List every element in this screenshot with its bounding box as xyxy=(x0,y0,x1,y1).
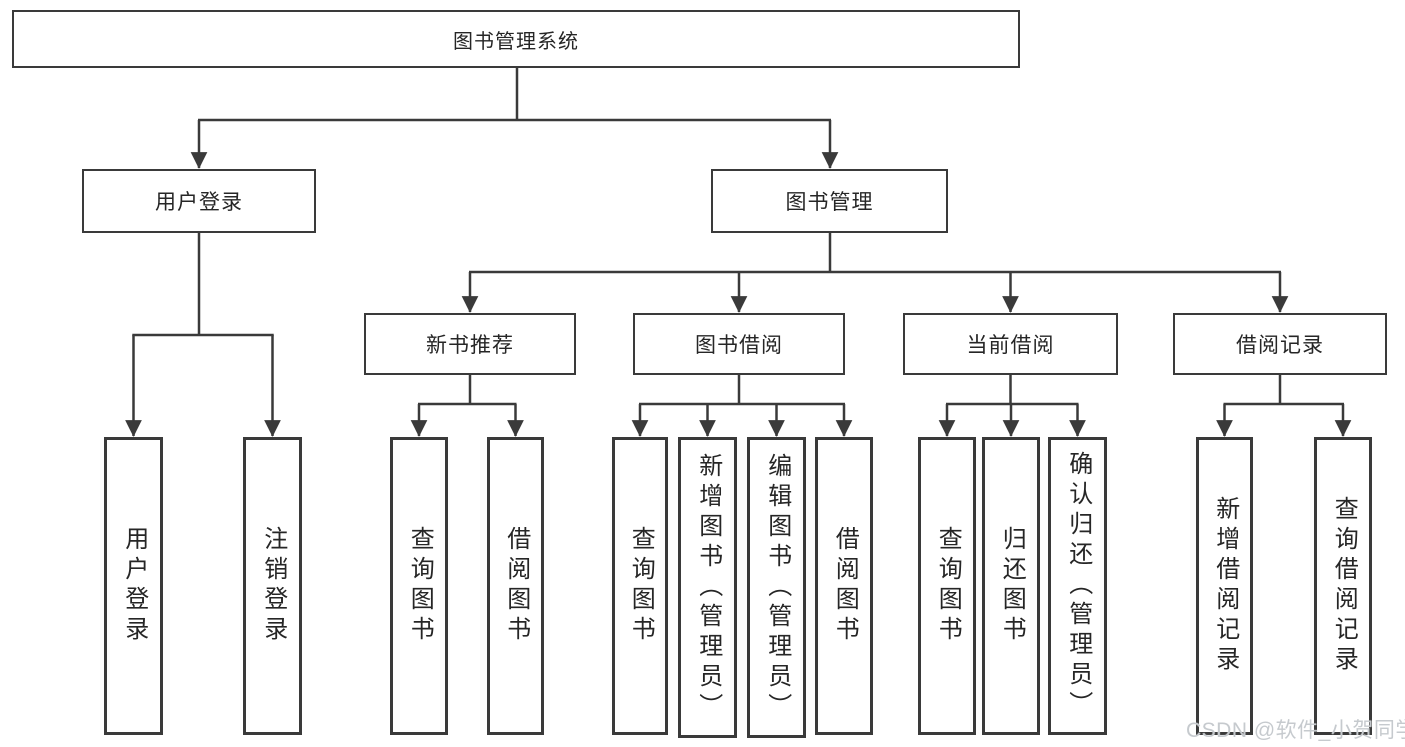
leaf-query-books-recommend-label: 查询图书 xyxy=(406,526,434,646)
leaf-return-books-label: 归还图书 xyxy=(998,526,1026,646)
leaf-query-books-current-label: 查询图书 xyxy=(934,526,962,646)
leaf-confirm-return-admin-label: 确认归还（管理员） xyxy=(1064,451,1092,721)
leaf-query-books-recommend: 查询图书 xyxy=(390,437,448,735)
leaf-user-login: 用户登录 xyxy=(104,437,163,735)
leaf-query-books-borrow-label: 查询图书 xyxy=(627,526,655,646)
leaf-add-book-admin-label: 新增图书（管理员） xyxy=(694,452,722,723)
leaf-edit-book-admin-label: 编辑图书（管理员） xyxy=(763,452,791,723)
leaf-add-book-admin: 新增图书（管理员） xyxy=(678,437,737,738)
leaf-borrow-books-recommend: 借阅图书 xyxy=(487,437,544,735)
leaf-logout-label: 注销登录 xyxy=(259,526,287,646)
node-borrow-records-label: 借阅记录 xyxy=(1236,334,1324,357)
node-book-borrow-label: 图书借阅 xyxy=(695,334,783,357)
node-borrow-records: 借阅记录 xyxy=(1173,313,1387,375)
leaf-return-books: 归还图书 xyxy=(982,437,1040,735)
node-new-book-recommend-label: 新书推荐 xyxy=(426,334,514,357)
node-user-login-label: 用户登录 xyxy=(155,191,243,214)
leaf-query-borrow-record-label: 查询借阅记录 xyxy=(1330,496,1358,676)
leaf-add-borrow-record-label: 新增借阅记录 xyxy=(1211,496,1239,676)
node-current-borrow-label: 当前借阅 xyxy=(966,334,1055,357)
leaf-borrow-books-label: 借阅图书 xyxy=(831,526,859,646)
node-book-borrow: 图书借阅 xyxy=(633,313,845,375)
csdn-watermark: CSDN @软件_小贺同学 xyxy=(1186,719,1405,742)
node-user-login: 用户登录 xyxy=(82,169,316,233)
leaf-edit-book-admin: 编辑图书（管理员） xyxy=(747,437,806,738)
node-current-borrow: 当前借阅 xyxy=(903,313,1118,375)
node-library-system: 图书管理系统 xyxy=(12,10,1020,68)
leaf-query-books-borrow: 查询图书 xyxy=(612,437,668,735)
leaf-logout: 注销登录 xyxy=(243,437,302,735)
node-new-book-recommend: 新书推荐 xyxy=(364,313,576,375)
node-library-system-label: 图书管理系统 xyxy=(453,30,579,53)
leaf-query-borrow-record: 查询借阅记录 xyxy=(1314,437,1372,735)
leaf-user-login-label: 用户登录 xyxy=(120,526,148,646)
leaf-confirm-return-admin: 确认归还（管理员） xyxy=(1048,437,1107,735)
leaf-query-books-current: 查询图书 xyxy=(918,437,976,735)
node-book-management-label: 图书管理 xyxy=(785,191,874,214)
leaf-add-borrow-record: 新增借阅记录 xyxy=(1196,437,1253,735)
leaf-borrow-books: 借阅图书 xyxy=(815,437,873,735)
node-book-management: 图书管理 xyxy=(711,169,948,233)
leaf-borrow-books-recommend-label: 借阅图书 xyxy=(502,526,530,646)
